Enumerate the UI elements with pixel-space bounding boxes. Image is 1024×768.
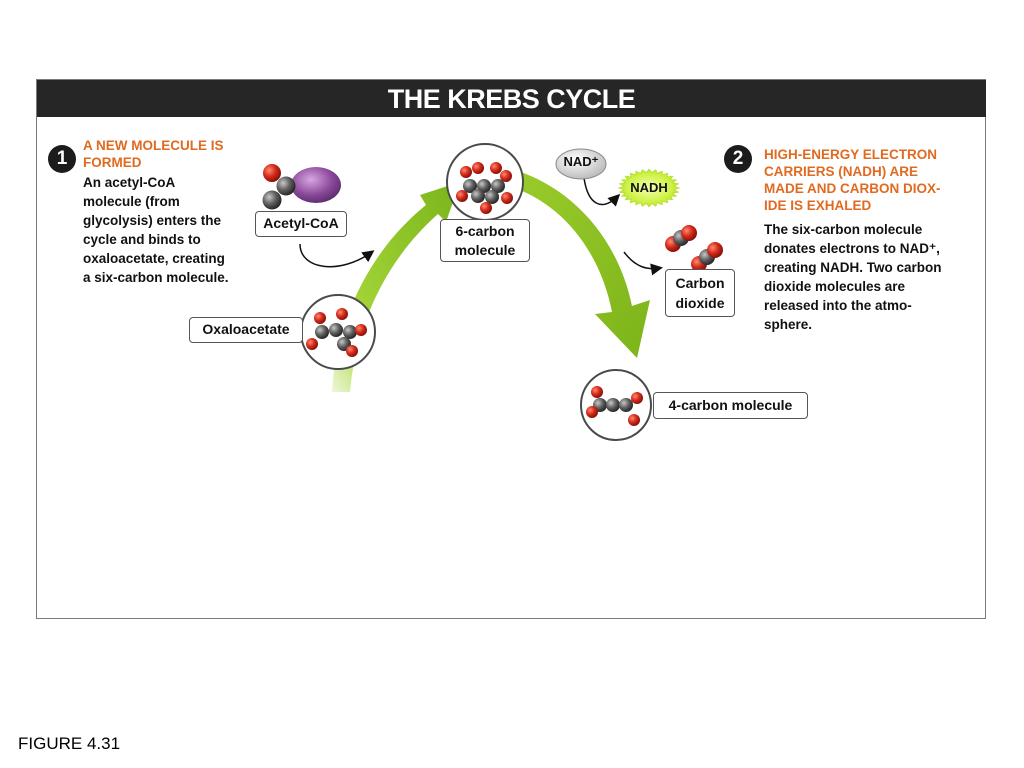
six-carbon-label-line: 6-carbon	[455, 223, 515, 239]
step-2-desc-line: dioxide molecules are	[764, 279, 906, 294]
nad-plus-label: NAD⁺	[563, 154, 599, 169]
oxaloacetate-molecule-icon	[300, 294, 376, 370]
step-1-desc-line: An acetyl-CoA	[83, 175, 176, 190]
step-2-desc-line: The six-carbon molecule	[764, 222, 923, 237]
step-2-desc-line: released into the atmo-	[764, 298, 912, 313]
step-1-description: An acetyl-CoA molecule (from glycolysis)…	[83, 173, 229, 287]
carbon-dioxide-label: Carbon dioxide	[665, 269, 735, 317]
cycle-arrow-right	[505, 170, 650, 358]
step-2-description: The six-carbon molecule donates electron…	[764, 220, 942, 334]
step-1-desc-line: glycolysis) enters the	[83, 213, 222, 228]
acetyl-coa-molecule-icon	[262, 164, 341, 210]
step-2-desc-line: donates electrons to NAD⁺,	[764, 241, 940, 256]
step-1-badge: 1	[48, 145, 76, 173]
step-2-heading-line: MADE AND CARBON DIOX-	[764, 181, 941, 196]
step-1-heading-line: A NEW MOLECULE IS	[83, 138, 224, 153]
six-carbon-label: 6-carbon molecule	[440, 219, 530, 262]
step-1-desc-line: molecule (from	[83, 194, 180, 209]
step-2-badge: 2	[724, 145, 752, 173]
carbon-dioxide-label-line: Carbon	[675, 275, 725, 291]
four-carbon-label: 4-carbon molecule	[653, 392, 808, 419]
figure-title: THE KREBS CYCLE	[37, 80, 986, 117]
six-carbon-label-line: molecule	[454, 242, 516, 258]
cycle-arrow-left	[332, 182, 460, 392]
six-carbon-molecule-icon	[446, 143, 524, 221]
nad-reduction-arrow	[583, 177, 621, 207]
nadh-label: NADH	[630, 180, 668, 195]
step-2-heading: HIGH-ENERGY ELECTRON CARRIERS (NADH) ARE…	[764, 146, 941, 214]
carbon-dioxide-label-line: dioxide	[675, 295, 725, 311]
four-carbon-molecule-icon	[580, 369, 652, 441]
step-1-heading-line: FORMED	[83, 155, 142, 170]
acetyl-coa-label: Acetyl-CoA	[255, 211, 347, 237]
step-2-heading-line: HIGH-ENERGY ELECTRON	[764, 147, 938, 162]
figure-caption: FIGURE 4.31	[18, 734, 121, 753]
step-1-desc-line: a six-carbon molecule.	[83, 270, 229, 285]
co2-release-arrow	[623, 251, 663, 276]
step-1-desc-line: oxaloacetate, creating	[83, 251, 225, 266]
step-1-heading: A NEW MOLECULE IS FORMED	[83, 137, 224, 171]
step-2-heading-line: IDE IS EXHALED	[764, 198, 872, 213]
carbon-dioxide-molecules-icon	[665, 225, 723, 272]
step-2-desc-line: creating NADH. Two carbon	[764, 260, 942, 275]
oxaloacetate-label: Oxaloacetate	[189, 317, 303, 343]
step-2-desc-line: sphere.	[764, 317, 813, 332]
step-2-heading-line: CARRIERS (NADH) ARE	[764, 164, 918, 179]
acetyl-coa-entry-arrow	[299, 243, 375, 268]
step-1-desc-line: cycle and binds to	[83, 232, 201, 247]
nad-plus-icon	[555, 148, 607, 180]
nadh-icon	[617, 168, 681, 208]
